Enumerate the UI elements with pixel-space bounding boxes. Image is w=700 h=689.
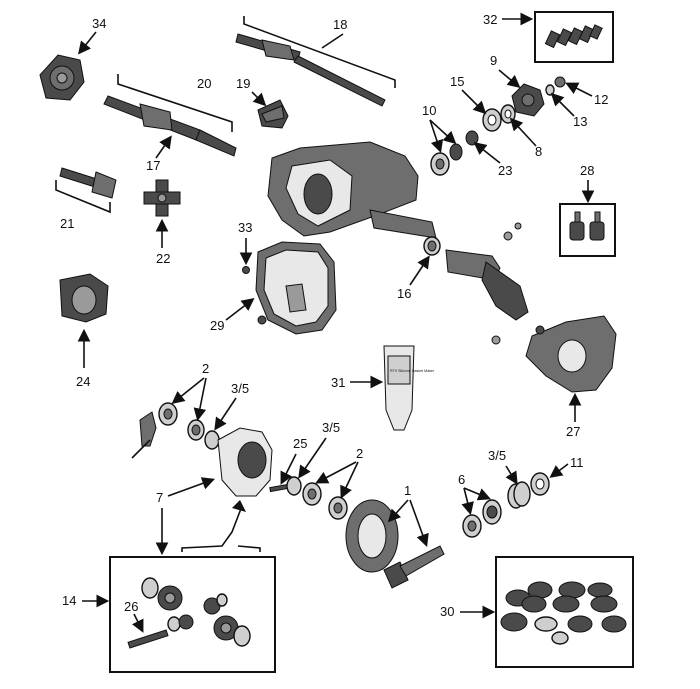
callout-25: 25 [293,436,307,451]
tube-label: RTV Silicone Gasket Maker [390,369,435,373]
shim-35a [204,430,220,450]
master-bearing-kit [500,581,627,645]
cross-pin-25 [269,483,289,493]
callout-24: 24 [76,374,90,389]
shim-35b [286,476,302,496]
callout-29: 29 [210,318,224,333]
pinion-seal-23 [465,130,479,146]
callout-31: 31 [331,375,345,390]
kit-box-14 [109,556,276,673]
pinion-bearing-10 [430,143,463,176]
callout-9: 9 [490,53,497,68]
slinger-11 [530,472,550,496]
callout-30: 30 [440,604,454,619]
inner-axle-shaft [103,95,237,157]
bearing-6a [462,514,482,538]
callout-23: 23 [498,163,512,178]
steering-knuckle [525,315,617,393]
callout-1: 1 [404,483,411,498]
spider-gear-kit [127,577,251,649]
ring-gear [345,499,399,573]
hub-bearing-assembly [39,54,85,101]
callout-13: 13 [573,114,587,129]
callout-16: 16 [397,286,411,301]
callout-19: 19 [236,76,250,91]
callout-12: 12 [594,92,608,107]
differential-cover [255,241,337,335]
callout-8: 8 [535,144,542,159]
tone-ring-24 [59,273,109,323]
fastener-kit [544,24,603,49]
callout-35a: 3/5 [231,381,249,396]
washer-15 [482,108,502,132]
callout-27: 27 [566,424,580,439]
yoke-flange [511,83,545,117]
cv-boot [257,99,289,129]
nut-12 [554,76,566,88]
bearing-race-2a [158,402,178,426]
callout-22: 22 [156,251,170,266]
kit-box-32 [534,11,614,63]
bearing-race-2b [187,419,205,441]
callout-11: 11 [570,455,584,470]
callout-34: 34 [92,16,106,31]
axle-seal-16 [423,236,441,256]
callout-32: 32 [483,12,497,27]
axle-tube-end [445,222,529,345]
callout-26: 26 [124,599,138,614]
callout-28: 28 [580,163,594,178]
callout-33: 33 [238,220,252,235]
differential-housing [267,141,437,239]
cover-bolt [242,266,250,274]
callout-15: 15 [450,74,464,89]
stub-shaft [59,167,117,199]
callout-21: 21 [60,216,74,231]
pinion-gear [383,545,445,589]
callout-20: 20 [197,76,211,91]
bearing-cap [131,411,157,459]
callout-35b: 3/5 [322,420,340,435]
callout-17: 17 [146,158,160,173]
callout-7: 7 [156,490,163,505]
bearing-race-2d [328,496,348,520]
callout-6: 6 [458,472,465,487]
differential-case [217,427,273,497]
callout-2b: 2 [356,446,363,461]
kit-box-28 [559,203,616,257]
sealant-tube: RTV Silicone Gasket Maker [383,345,435,431]
shim-35c [507,481,531,509]
axle-shaft-long [235,33,386,107]
callout-18: 18 [333,17,347,32]
kit-box-30 [495,556,634,668]
callout-2a: 2 [202,361,209,376]
callout-35c: 3/5 [488,448,506,463]
ball-joints [569,211,605,241]
callout-14: 14 [62,593,76,608]
callout-10: 10 [422,103,436,118]
washer-13 [545,84,555,96]
u-joint [143,179,181,217]
bearing-race-2c [302,482,322,506]
bearing-6b [482,499,502,525]
